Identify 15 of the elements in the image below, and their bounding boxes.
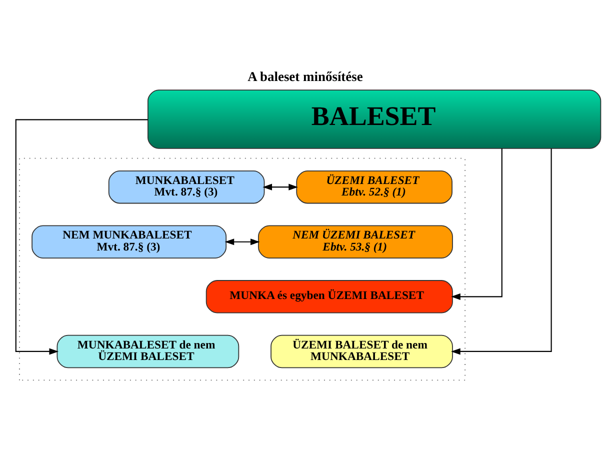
node-box: ÜZEMI BALESET de nem MUNKABALESET xyxy=(270,334,453,368)
node-box: MUNKABALESET Mvt. 87.§ (3) xyxy=(108,170,265,204)
node-box: NEM MUNKABALESET Mvt. 87.§ (3) xyxy=(32,224,227,258)
diagram-title: A baleset minősítése xyxy=(248,68,363,84)
arrow xyxy=(451,148,552,354)
arrow xyxy=(262,183,298,190)
node-box: MUNKABALESET de nem ÜZEMI BALESET xyxy=(56,334,240,368)
arrow xyxy=(15,118,148,354)
arrow xyxy=(451,148,502,300)
node-box: NEM ÜZEMI BALESET Ebtv. 53.§ (1) xyxy=(258,224,453,258)
node-box: MUNKA és egyben ÜZEMI BALESET xyxy=(206,280,453,313)
arrow xyxy=(224,238,260,245)
cluster xyxy=(19,157,466,380)
node-box: BALESET xyxy=(148,89,602,148)
node-box: ÜZEMI BALESET Ebtv. 52.§ (1) xyxy=(296,170,452,204)
